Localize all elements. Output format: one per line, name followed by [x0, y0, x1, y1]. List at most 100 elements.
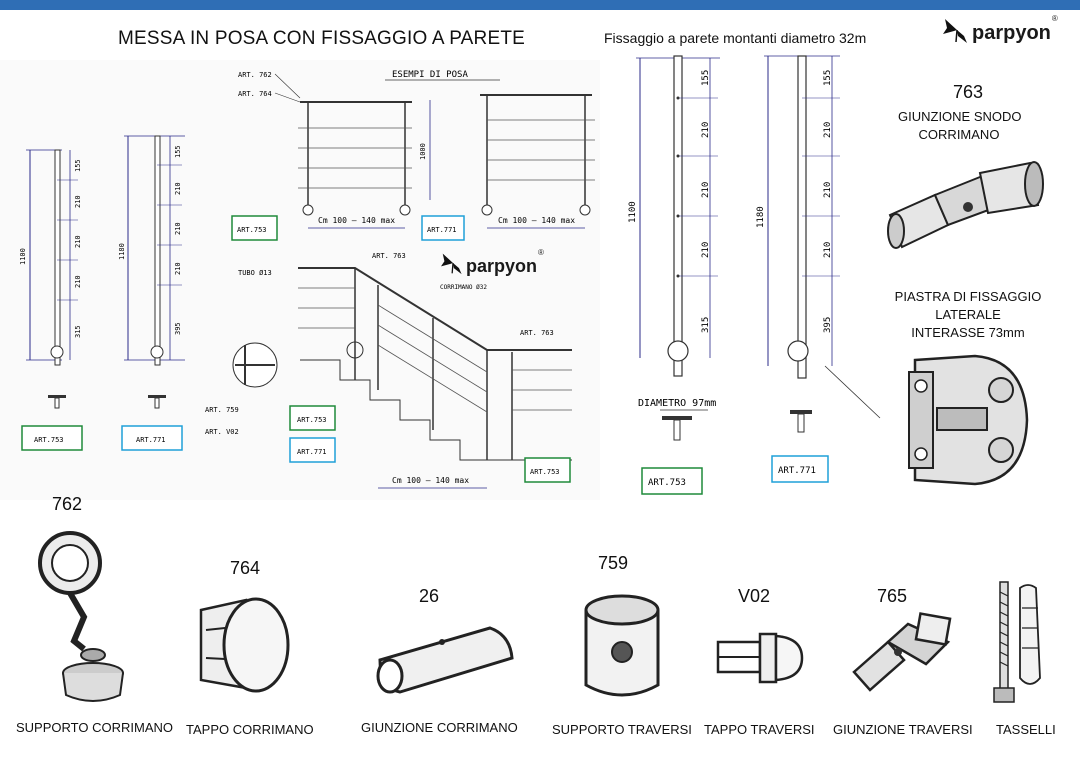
brand-logo-drawing: parpyon ® [440, 248, 544, 277]
art753-left: ART.753 [34, 436, 64, 444]
example-height: 1000 [419, 143, 427, 160]
post2-seg-1: 155 [174, 145, 182, 158]
rpost1-seg-4: 210 [701, 242, 711, 258]
part-code-764: 764 [230, 558, 261, 578]
supporto-traversi-image [584, 594, 660, 697]
post2-height: 1180 [118, 243, 126, 260]
rpost1-seg-5: 315 [701, 317, 711, 333]
rpost1-seg-3: 210 [701, 182, 711, 198]
giunzione-snodo-label: GIUNZIONE SNODO CORRIMANO [898, 108, 1022, 144]
stair-tubo: TUBO Ø13 [238, 269, 272, 277]
examples-heading: ESEMPI DI POSA [392, 70, 468, 80]
code-763: 763 [953, 82, 984, 102]
post1-seg-1: 155 [74, 159, 82, 172]
label-supporto-traversi: SUPPORTO TRAVERSI [552, 722, 692, 737]
art753-stair: ART.753 [297, 416, 327, 424]
stair-spacing: Cm 100 – 140 max [392, 476, 469, 485]
piastra-label: PIASTRA DI FISSAGGIO LATERALE INTERASSE … [893, 288, 1043, 342]
tasselli-image [993, 581, 1041, 703]
piastra-line2: LATERALE [935, 307, 1001, 322]
part-code-762: 762 [52, 494, 83, 514]
art753-box-stair-right [524, 457, 571, 483]
label-art764: ART. 764 [238, 90, 272, 98]
art753-box-example [231, 215, 278, 241]
rpost2-seg-4: 210 [823, 242, 833, 258]
stair-art763-top: ART. 763 [372, 252, 406, 260]
brand-registered-mark: ® [1051, 14, 1058, 23]
butterfly-icon [943, 18, 967, 43]
snodo-joint-image [887, 161, 1044, 249]
brand-name: parpyon [972, 22, 1051, 44]
giunzione-snodo-line2: CORRIMANO [918, 127, 1000, 142]
piastra-line1: PIASTRA DI FISSAGGIO [894, 289, 1042, 304]
rpost2-seg-3: 210 [823, 182, 833, 198]
art753-box-stair [289, 405, 336, 431]
stair-art759: ART. 759 [205, 406, 239, 414]
art771-box-right [771, 455, 829, 483]
post1-seg-4: 210 [74, 275, 82, 288]
art771-right: ART.771 [778, 466, 816, 476]
art753-box-left [21, 425, 83, 451]
post-1100-drawing: 1100 155 210 210 210 315 ART.753 [19, 149, 83, 451]
label-art762: ART. 762 [238, 71, 272, 79]
art771-box-left [121, 425, 183, 451]
art753-right: ART.753 [648, 478, 686, 488]
art771-stair: ART.771 [297, 448, 327, 456]
post-1100-large: 1100 155 210 210 210 315 [628, 55, 720, 377]
stair-art763-right: ART. 763 [520, 329, 554, 337]
art753-example: ART.753 [237, 226, 267, 234]
art771-box-stair [289, 437, 336, 463]
supporto-corrimano-image [38, 531, 124, 702]
stair-artV02: ART. V02 [205, 428, 239, 436]
art771-left: ART.771 [136, 436, 166, 444]
side-plate-image [908, 354, 1029, 486]
rpost1-seg-2: 210 [701, 122, 711, 138]
post1-seg-3: 210 [74, 235, 82, 248]
part-code-759: 759 [598, 553, 629, 573]
example-spacing-1: Cm 100 – 140 max [318, 216, 395, 225]
rpost2-height: 1180 [756, 206, 766, 228]
tappo-traversi-image [716, 632, 804, 684]
post1-height: 1100 [19, 248, 27, 265]
page-title: MESSA IN POSA CON FISSAGGIO A PARETE [118, 28, 526, 49]
post1-seg-5: 315 [74, 325, 82, 338]
label-giunzione-traversi: GIUNZIONE TRAVERSI [833, 722, 973, 737]
stair-example: ART. 763 ART. 763 TUBO Ø13 CORRIMANO Ø32… [205, 252, 572, 489]
technical-drawing-right: 1100 155 210 210 210 315 1180 155 210 21… [628, 55, 881, 495]
post2-seg-2: 210 [174, 182, 182, 195]
label-tasselli: TASSELLI [996, 722, 1056, 737]
top-accent-bar [0, 0, 1080, 10]
rpost2-seg-5: 395 [823, 317, 833, 333]
brand-name-drawing: parpyon [466, 256, 538, 276]
rpost1-seg-1: 155 [701, 70, 711, 86]
part-code-765: 765 [877, 586, 908, 606]
post2-seg-3: 210 [174, 222, 182, 235]
label-tappo-traversi: TAPPO TRAVERSI [704, 722, 815, 737]
art771-box-example [421, 215, 465, 241]
installation-examples: ESEMPI DI POSA ART. 762 ART. 764 1000 Cm… [231, 70, 595, 241]
art753-stair-right: ART.753 [530, 468, 560, 476]
diametro-label: DIAMETRO 97mm [638, 398, 716, 409]
label-giunzione-corrimano: GIUNZIONE CORRIMANO [361, 720, 518, 735]
stair-corrimano: CORRIMANO Ø32 [440, 284, 487, 291]
post1-seg-2: 210 [74, 195, 82, 208]
label-tappo-corrimano: TAPPO CORRIMANO [186, 722, 314, 737]
post2-seg-5: 395 [174, 322, 182, 335]
tappo-corrimano-image [199, 597, 290, 693]
rpost2-seg-1: 155 [823, 70, 833, 86]
art771-example: ART.771 [427, 226, 457, 234]
label-supporto-corrimano: SUPPORTO CORRIMANO [16, 720, 173, 735]
giunzione-traversi-image [852, 612, 952, 692]
butterfly-icon [441, 253, 462, 274]
brand-logo: parpyon ® [942, 14, 1058, 45]
part-code-26: 26 [419, 586, 440, 606]
giunzione-snodo-line1: GIUNZIONE SNODO [898, 109, 1022, 124]
piastra-line3: INTERASSE 73mm [911, 325, 1025, 340]
rpost1-height: 1100 [628, 201, 638, 223]
technical-drawing-left: 1100 155 210 210 210 315 ART.753 1180 15… [0, 60, 600, 500]
part-code-v02: V02 [738, 586, 771, 606]
page-subtitle: Fissaggio a parete montanti diametro 32m [604, 30, 867, 46]
art753-box-right [641, 467, 703, 495]
post-1180-large: 1180 155 210 210 210 395 [756, 55, 881, 419]
giunzione-corrimano-image [376, 626, 514, 694]
